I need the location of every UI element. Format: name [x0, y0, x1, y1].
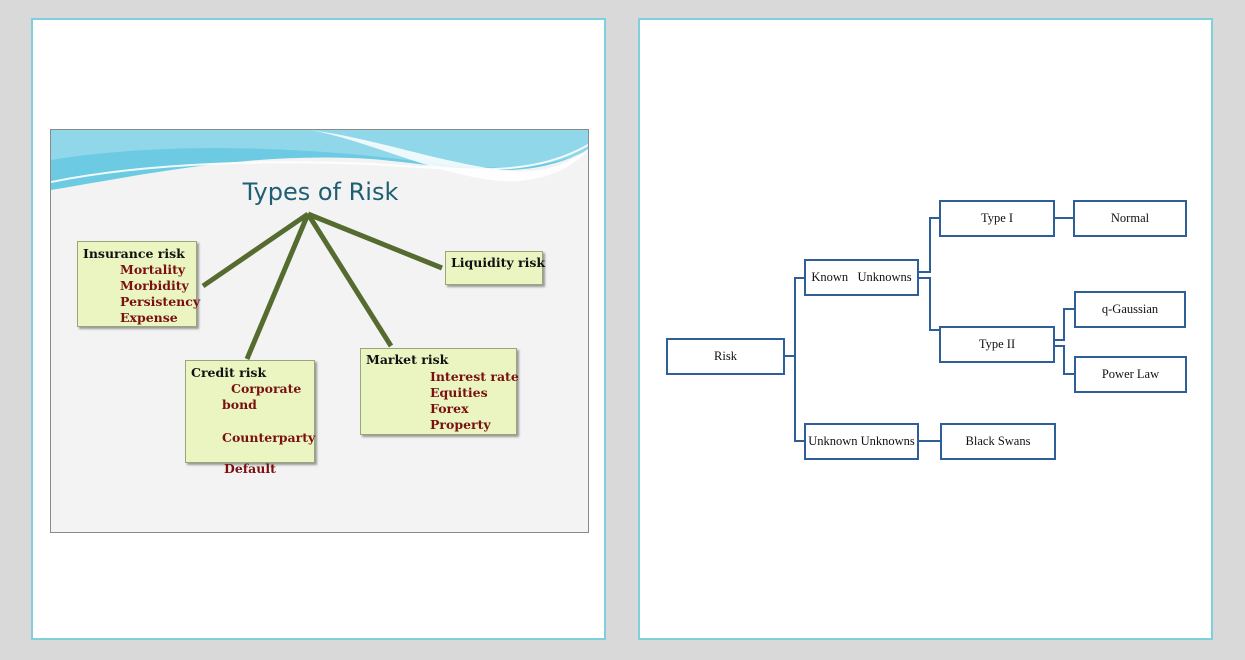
right-page: Risk Known Unknowns Unknown Unknowns Typ…: [638, 18, 1213, 640]
types-of-risk-slide: Types of Risk Insurance risk Mortality M…: [50, 129, 589, 533]
node-unknown-unknowns: Unknown Unknowns: [804, 423, 919, 460]
connector-credit: [244, 213, 311, 360]
connector-liquidity: [307, 211, 443, 271]
insurance-item-expense: Expense: [120, 310, 178, 325]
connector-insurance: [201, 211, 310, 289]
insurance-risk-title: Insurance risk: [83, 246, 185, 261]
node-type-2: Type II: [939, 326, 1055, 363]
market-item-property: Property: [430, 417, 491, 432]
edge-risk-unknown: [785, 355, 805, 442]
market-item-equities: Equities: [430, 385, 488, 400]
edge-known-type1: [919, 217, 940, 273]
credit-item-bond: bond: [222, 397, 257, 412]
node-type-1: Type I: [939, 200, 1055, 237]
node-black-swans: Black Swans: [940, 423, 1056, 460]
left-page: Types of Risk Insurance risk Mortality M…: [31, 18, 606, 640]
liquidity-risk-box: Liquidity risk: [445, 251, 546, 285]
edge-known-type2: [919, 277, 940, 331]
connector-market: [305, 212, 394, 348]
slide-wave-decoration: [51, 130, 588, 190]
market-item-forex: Forex: [430, 401, 469, 416]
edge-risk-known: [785, 277, 805, 357]
node-q-gaussian: q-Gaussian: [1074, 291, 1186, 328]
tree-connector-lines: [785, 217, 1075, 442]
node-known-unknowns: Known Unknowns: [804, 259, 919, 296]
credit-risk-title: Credit risk: [191, 365, 267, 380]
credit-item-corporate: Corporate: [231, 381, 302, 396]
insurance-risk-box: Insurance risk Mortality Morbidity Persi…: [77, 241, 201, 327]
slide-title: Types of Risk: [242, 178, 399, 206]
insurance-item-persistency: Persistency: [120, 294, 201, 309]
node-power-law: Power Law: [1074, 356, 1187, 393]
credit-risk-box: Credit risk Corporate bond Counterparty: [185, 360, 315, 463]
edge-type2-qgaussian: [1055, 308, 1075, 341]
insurance-item-morbidity: Morbidity: [120, 278, 189, 293]
node-normal: Normal: [1073, 200, 1187, 237]
liquidity-risk-title: Liquidity risk: [451, 255, 546, 270]
credit-item-counterparty: Counterparty: [222, 430, 316, 445]
connector-lines: [201, 211, 443, 360]
edge-type2-powerlaw: [1055, 345, 1075, 375]
market-risk-title: Market risk: [366, 352, 449, 367]
node-risk: Risk: [666, 338, 785, 375]
insurance-item-mortality: Mortality: [120, 262, 186, 277]
market-risk-box: Market risk Interest rate Equities Forex…: [360, 348, 519, 435]
credit-item-default: Default: [224, 461, 276, 476]
market-item-interest-rate: Interest rate: [430, 369, 519, 384]
